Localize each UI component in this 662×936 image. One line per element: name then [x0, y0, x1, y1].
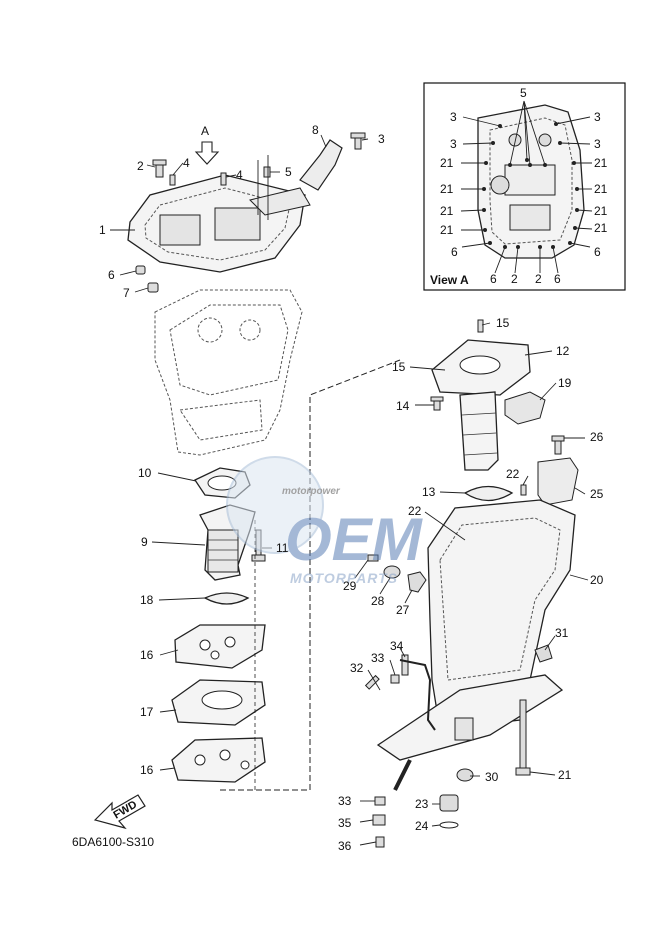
callout-20: 20 [590, 573, 604, 587]
callout-21: 21 [594, 182, 608, 196]
callout-19: 19 [558, 376, 572, 390]
callout-21: 21 [594, 204, 608, 218]
callout-10: 10 [138, 466, 152, 480]
callout-2: 2 [535, 272, 542, 286]
callout-6: 6 [490, 272, 497, 286]
callout-9: 9 [141, 535, 148, 549]
callout-21: 21 [440, 156, 454, 170]
callout-17: 17 [140, 705, 154, 719]
callout-6: 6 [594, 245, 601, 259]
callout-4: 4 [236, 168, 243, 182]
callout-14: 14 [396, 399, 410, 413]
callout-33: 33 [371, 651, 385, 665]
view-a-label: View A [430, 273, 469, 287]
callout-11: 11 [276, 541, 289, 555]
callout-16: 16 [140, 763, 154, 777]
callout-2: 2 [511, 272, 518, 286]
callout-36: 36 [338, 839, 352, 853]
callout-15: 15 [392, 360, 406, 374]
callout-22: 22 [408, 504, 422, 518]
fwd-indicator: FWD [93, 794, 146, 830]
callout-24: 24 [415, 819, 429, 833]
callout-21: 21 [440, 223, 454, 237]
callout-12: 12 [556, 344, 570, 358]
callout-3: 3 [450, 110, 457, 124]
callout-22: 22 [506, 467, 520, 481]
callout-33: 33 [338, 794, 352, 808]
callout-21: 21 [594, 156, 608, 170]
view-a-inset: View A [423, 82, 626, 291]
fwd-arrow-icon [93, 794, 146, 830]
callout-3: 3 [450, 137, 457, 151]
callout-35: 35 [338, 816, 352, 830]
view-a-callouts: 5 3 3 3 3 21 21 21 21 21 21 21 21 6 6 6 … [440, 86, 608, 286]
callout-6: 6 [554, 272, 561, 286]
callout-6: 6 [451, 245, 458, 259]
callout-13: 13 [422, 485, 436, 499]
callout-4: 4 [183, 156, 190, 170]
callout-23: 23 [415, 797, 429, 811]
callout-16: 16 [140, 648, 154, 662]
callout-8: 8 [312, 123, 319, 137]
callout-5: 5 [520, 86, 527, 100]
callout-3: 3 [594, 110, 601, 124]
watermark-logo-text: OEM [285, 506, 424, 573]
callout-34: 34 [390, 639, 404, 653]
callout-31: 31 [555, 626, 569, 640]
callout-21: 21 [594, 221, 608, 235]
upper-casing-assembly [354, 319, 589, 848]
callout-5: 5 [285, 165, 292, 179]
callout-21: 21 [558, 768, 572, 782]
callout-26: 26 [590, 430, 604, 444]
callout-15: 15 [496, 316, 510, 330]
callout-3: 3 [378, 132, 385, 146]
callout-32: 32 [350, 661, 364, 675]
callout-25: 25 [590, 487, 604, 501]
callout-1: 1 [99, 223, 106, 237]
watermark-sub-text: MOTORPARTS [290, 570, 398, 586]
callout-6: 6 [108, 268, 115, 282]
callout-29: 29 [343, 579, 357, 593]
callout-21: 21 [440, 182, 454, 196]
callout-18: 18 [140, 593, 154, 607]
upper-plate-assembly: A [110, 124, 369, 456]
callout-3: 3 [594, 137, 601, 151]
callout-7: 7 [123, 286, 130, 300]
view-direction-icon [194, 141, 220, 165]
callout-27: 27 [396, 603, 410, 617]
diagram-code: 6DA6100-S310 [72, 835, 154, 849]
callout-labels: 1 2 3 4 4 5 6 7 8 9 10 11 12 13 14 15 15… [99, 123, 604, 853]
fwd-label: FWD [111, 799, 139, 822]
view-arrow-label: A [201, 124, 209, 138]
callout-21: 21 [440, 204, 454, 218]
watermark-tag-text: motorpower [282, 486, 341, 497]
callout-30: 30 [485, 770, 499, 784]
callout-28: 28 [371, 594, 385, 608]
callout-2: 2 [137, 159, 144, 173]
watermark-logo: OEM MOTORPARTS motorpower [226, 456, 424, 586]
